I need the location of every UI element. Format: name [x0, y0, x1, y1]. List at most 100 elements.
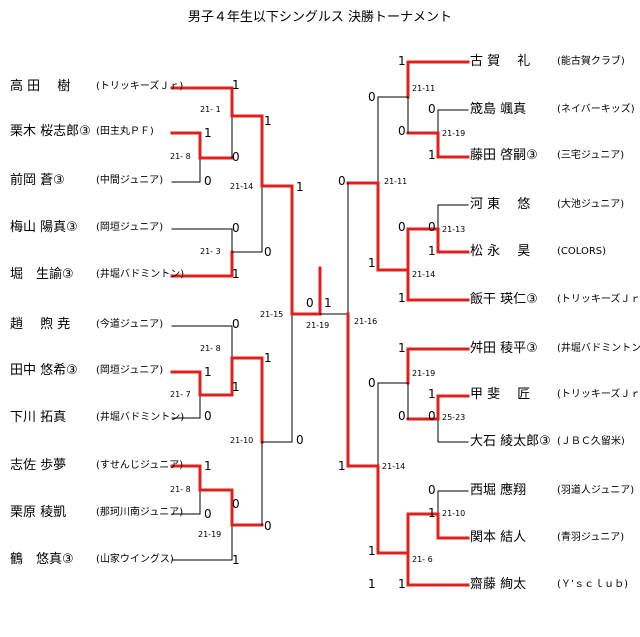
player-club: (那珂川南ジュニア) [96, 507, 184, 518]
player-club: (Ｙ’ｓｃｌｕｂ) [557, 579, 628, 590]
match-result-top: 0 [232, 221, 240, 235]
player-name: 飯干 瑛仁③ [470, 292, 538, 307]
match-result-top: 1 [428, 387, 436, 401]
game-score: 21-15 [260, 310, 284, 319]
match-result-bottom: 1 [398, 291, 406, 305]
match-result-bottom: 1 [428, 148, 436, 162]
game-score: 21-14 [382, 462, 406, 471]
player-club: (能古賀クラブ) [557, 56, 625, 67]
player-name: 栗木 桜志郎③ [10, 124, 91, 139]
match-result-top: 0 [398, 220, 406, 234]
match-result-bottom: 0 [204, 174, 212, 188]
game-score: 21-14 [230, 182, 254, 191]
final-result-right: 1 [324, 296, 332, 310]
match-result-top: 1 [204, 126, 212, 140]
match-result-bottom: 1 [232, 380, 240, 394]
match-result-bottom: 1 [428, 244, 436, 258]
player-club: (中間ジュニア) [96, 175, 164, 186]
player-name: 梅山 陽真③ [10, 220, 78, 235]
game-score: 21-11 [384, 177, 408, 186]
game-score: 21-19 [306, 321, 330, 330]
match-result-top: 0 [232, 317, 240, 331]
match-result-top: 1 [398, 54, 406, 68]
player-name: 古 賀 礼 [470, 54, 531, 69]
player-name: 栗原 稜凱 [10, 505, 67, 520]
player-name: 田中 悠希③ [10, 363, 78, 378]
match-result-top: 0 [232, 497, 240, 511]
match-result-bottom: 1 [232, 267, 240, 281]
player-club: (トリッキーズＪｒ) [96, 81, 184, 92]
game-score: 21- 3 [200, 247, 221, 256]
match-result-bottom: 0 [264, 245, 272, 259]
player-club: (大池ジュニア) [557, 199, 625, 210]
game-score: 21- 7 [170, 390, 191, 399]
match-result-top: 1 [264, 114, 272, 128]
player-name: 筬島 颯真 [470, 102, 527, 117]
player-club: (井堀バドミントン) [557, 343, 640, 354]
game-score: 21-10 [230, 436, 254, 445]
player-name: 齋藤 絢太 [470, 577, 527, 592]
player-club: (今道ジュニア) [96, 319, 164, 330]
player-club: (青羽ジュニア) [557, 532, 625, 543]
player-name: 松 永 昊 [470, 244, 531, 259]
game-score: 21- 1 [200, 105, 221, 114]
player-name: 志佐 歩夢 [10, 458, 67, 473]
player-club: (トリッキーズＪｒ) [557, 294, 640, 305]
match-result-bottom: 1 [398, 577, 406, 591]
match-result-bottom: 0 [204, 507, 212, 521]
match-result-bottom: 0 [398, 409, 406, 423]
match-result-bottom: 0 [398, 124, 406, 138]
player-club: (COLORS) [557, 246, 607, 257]
player-name: 西堀 應翔 [470, 483, 527, 498]
player-club: (井堀バドミントン) [96, 412, 185, 423]
match-result-top: 0 [428, 102, 436, 116]
player-club: (ＪＢＣ久留米) [557, 436, 625, 447]
match-result-top: 1 [204, 365, 212, 379]
final-result-left: 0 [306, 296, 314, 310]
game-score: 21- 8 [170, 152, 191, 161]
player-name: 甲 斐 匠 [470, 387, 531, 402]
player-name: 舛田 稜平③ [470, 341, 538, 356]
player-name: 堀 生諭③ [10, 267, 74, 282]
player-name: 大石 綾太郎③ [470, 434, 551, 449]
match-result-top: 0 [338, 174, 346, 188]
game-score: 21-14 [412, 270, 436, 279]
match-result-top: 0 [428, 483, 436, 497]
game-score: 21-11 [412, 84, 436, 93]
game-score: 21- 8 [200, 344, 221, 353]
game-score: 25-23 [442, 413, 466, 422]
match-result-top: 1 [204, 459, 212, 473]
match-result-top: 0 [368, 376, 376, 390]
match-result-top: 0 [428, 220, 436, 234]
player-name: 高 田 樹 [10, 79, 71, 94]
player-name: 河 東 悠 [470, 197, 531, 212]
player-club: (すせんじジュニア) [96, 460, 184, 471]
player-club: (田主丸ＰＦ) [96, 126, 154, 137]
match-result-bottom: 1 [368, 256, 376, 270]
match-result-top: 1 [232, 78, 240, 92]
game-score: 21-19 [442, 129, 466, 138]
game-score: 21-19 [412, 369, 436, 378]
player-club: (岡垣ジュニア) [96, 222, 164, 233]
player-name: 藤田 啓嗣③ [470, 148, 538, 163]
match-result-top: 1 [264, 351, 272, 365]
match-result-bottom: 1 [368, 577, 376, 591]
match-result-top: 1 [428, 506, 436, 520]
match-result-bottom: 0 [232, 150, 240, 164]
match-result-bottom: 1 [232, 553, 240, 567]
player-club: (ネイバーキッズ) [557, 104, 635, 115]
player-club: (羽道人ジュニア) [557, 485, 635, 496]
player-name: 鶴 悠真③ [10, 552, 74, 567]
match-result-top: 1 [296, 180, 304, 194]
match-result-bottom: 0 [296, 433, 304, 447]
player-club: (山家ウイングス) [96, 554, 174, 565]
game-score: 21-10 [442, 509, 466, 518]
game-score: 21- 8 [170, 485, 191, 494]
match-result-bottom: 0 [204, 409, 212, 423]
player-name: 趙 煦 尭 [10, 317, 71, 332]
match-result-bottom: 0 [264, 519, 272, 533]
game-score: 21- 6 [412, 555, 433, 564]
player-club: (井堀バドミントン) [96, 269, 185, 280]
player-name: 下川 拓真 [10, 410, 67, 425]
